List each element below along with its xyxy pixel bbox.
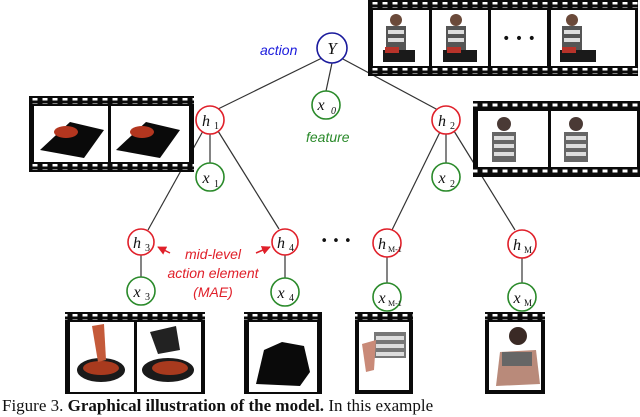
filmstrip-x4 xyxy=(244,312,322,394)
node-Y-label: Y xyxy=(327,39,338,58)
node-xM-label: x xyxy=(512,290,520,307)
node-h4: h 4 xyxy=(271,228,299,256)
edge-h2-hM xyxy=(453,130,516,231)
mae-arrow-right xyxy=(255,246,271,255)
mae-annotation: mid-level action element (MAE) xyxy=(157,246,271,300)
filmstrip-h2 xyxy=(473,101,640,177)
node-x2: x 2 xyxy=(431,162,461,192)
person-frame-1 xyxy=(383,14,415,62)
caption-text: In this example xyxy=(324,396,434,415)
mae-arrow-left xyxy=(157,246,171,255)
node-xM-1: x M-1 xyxy=(372,282,402,312)
mae-line-1: mid-level xyxy=(185,246,242,262)
node-xM: x M xyxy=(507,282,537,312)
model-diagram: • • • xyxy=(29,0,640,394)
filmstrip-xM-1 xyxy=(355,312,413,394)
node-h2-label: h xyxy=(438,113,446,130)
node-h3-sub: 3 xyxy=(145,243,150,254)
node-h3-label: h xyxy=(133,235,141,252)
node-x3-sub: 3 xyxy=(145,292,150,303)
node-x3-label: x xyxy=(132,284,140,301)
edge-Y-x0 xyxy=(325,62,333,92)
node-x0: x 0 xyxy=(311,90,341,120)
node-x1: x 1 xyxy=(195,162,225,192)
node-h1-sub: 1 xyxy=(214,121,219,132)
figure-caption: Figure 3. Graphical illustration of the … xyxy=(2,395,640,417)
node-x2-label: x xyxy=(437,170,445,187)
filmstrip-xM xyxy=(485,312,545,394)
graph-edges xyxy=(140,57,523,284)
node-hM-1: h M-1 xyxy=(372,228,402,258)
caption-title: Graphical illustration of the model. xyxy=(67,396,325,415)
node-h1-label: h xyxy=(202,113,210,130)
mae-line-2: action element xyxy=(167,265,259,281)
node-x4-label: x xyxy=(276,285,284,302)
edge-h1-h4 xyxy=(217,130,280,230)
feature-label: feature xyxy=(306,129,350,145)
node-x4: x 4 xyxy=(270,277,300,307)
node-x4-sub: 4 xyxy=(289,293,294,304)
node-xM-1-sub: M-1 xyxy=(388,299,402,308)
edge-h2-hM1 xyxy=(391,131,441,231)
edge-Y-h1 xyxy=(217,57,323,110)
node-h4-label: h xyxy=(277,235,285,252)
node-xM-1-label: x xyxy=(377,290,385,307)
node-hM-1-label: h xyxy=(378,236,386,253)
node-h4-sub: 4 xyxy=(289,243,294,254)
node-x3: x 3 xyxy=(126,276,156,306)
node-x0-label: x xyxy=(316,97,324,114)
filmstrip-ellipsis: • • • xyxy=(502,31,536,47)
node-Y: Y xyxy=(316,32,348,64)
node-hM: h M xyxy=(507,229,537,259)
filmstrip-h1 xyxy=(29,96,194,172)
node-hM-sub: M xyxy=(524,245,532,255)
node-x1-sub: 1 xyxy=(214,179,219,190)
node-h2-sub: 2 xyxy=(450,121,455,132)
mae-line-3: (MAE) xyxy=(193,284,233,300)
edge-Y-h2 xyxy=(340,57,439,111)
filmstrip-x3 xyxy=(65,312,205,394)
filmstrip-video: • • • xyxy=(368,0,638,76)
node-h2: h 2 xyxy=(431,105,461,135)
node-hM-1-sub: M-1 xyxy=(388,245,402,254)
caption-figure-number: Figure 3. xyxy=(2,396,68,415)
node-x1-label: x xyxy=(201,170,209,187)
action-label: action xyxy=(260,42,298,58)
node-x0-sub: 0 xyxy=(331,106,336,117)
node-xM-sub: M xyxy=(524,298,532,308)
person-frame-2 xyxy=(443,14,477,62)
node-h1: h 1 xyxy=(195,105,225,135)
node-x2-sub: 2 xyxy=(450,179,455,190)
person-frame-4 xyxy=(560,14,596,62)
node-hM-label: h xyxy=(513,237,521,254)
node-h3: h 3 xyxy=(127,228,155,256)
middle-ellipsis: • • • xyxy=(320,234,351,249)
